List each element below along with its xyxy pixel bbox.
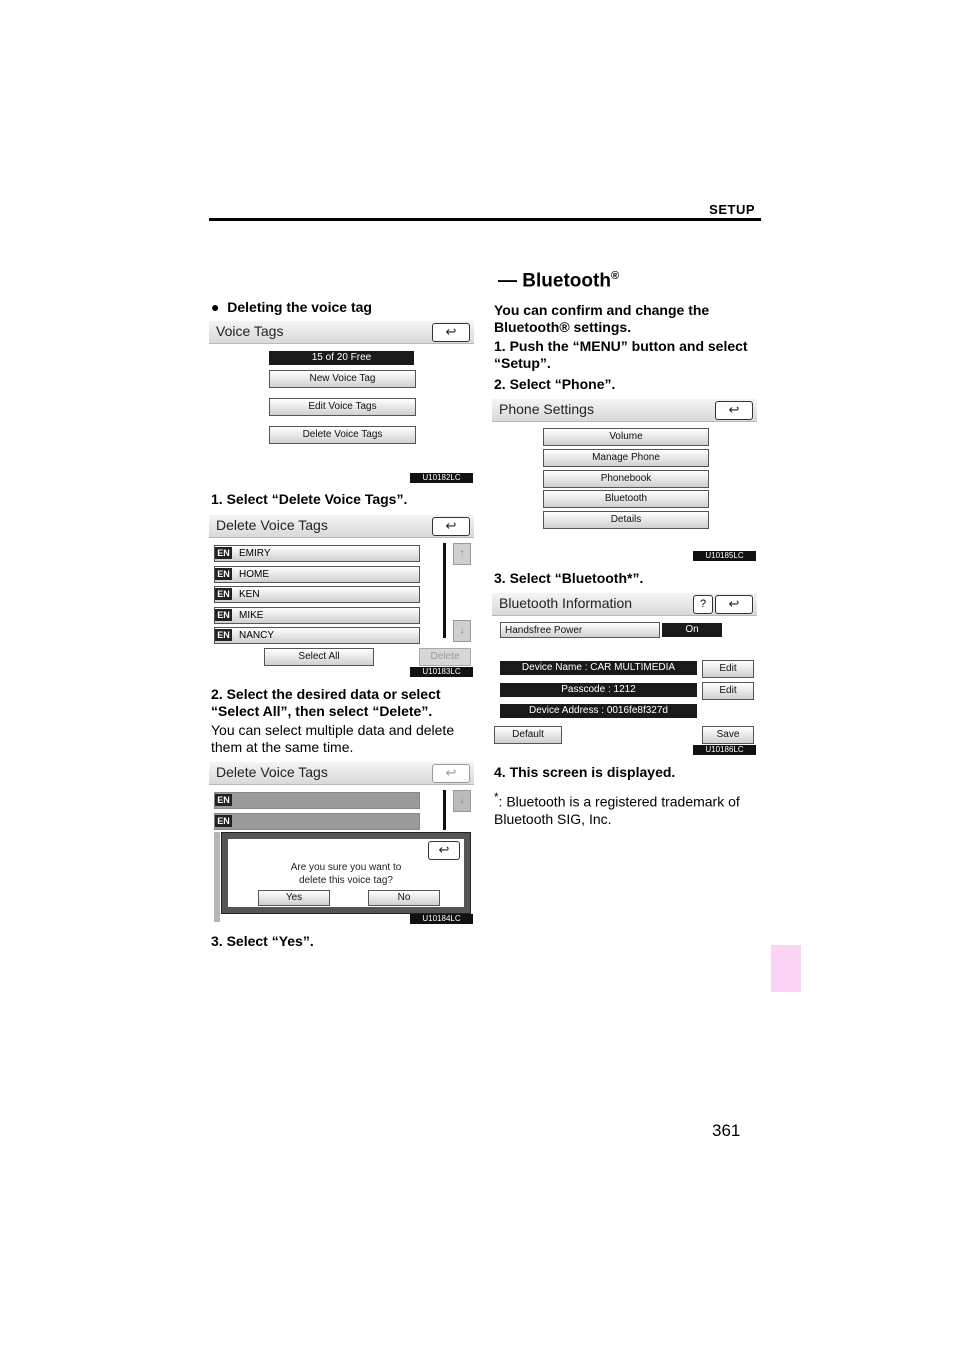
screen-delete-confirm: Delete Voice Tags ↩ EN EN ↓ ↩ Are you su… <box>209 762 474 925</box>
header-rule <box>209 218 761 221</box>
dimmed-backdrop <box>214 832 220 922</box>
screen-bluetooth-information: Bluetooth Information ? ↩ Handsfree Powe… <box>492 593 757 756</box>
page-number: 361 <box>712 1121 741 1140</box>
screen-title: Voice Tags <box>216 323 284 339</box>
back-arrow-icon[interactable]: ↩ <box>432 517 470 536</box>
details-button[interactable]: Details <box>543 511 709 529</box>
dialog-body: ↩ Are you sure you want to delete this v… <box>228 839 464 907</box>
confirm-dialog: ↩ Are you sure you want to delete this v… <box>221 832 471 914</box>
right-step-1-text: 1. Push the “MENU” button and select “Se… <box>494 338 748 371</box>
language-badge: EN <box>215 609 232 621</box>
screen-title-bar: Voice Tags ↩ <box>209 321 474 344</box>
scroll-up-icon: ↓ <box>453 790 471 812</box>
device-name-field: Device Name : CAR MULTIMEDIA <box>500 661 697 675</box>
back-arrow-icon[interactable]: ↩ <box>432 323 470 342</box>
image-code: U10182LC <box>410 473 473 483</box>
step-1-text: 1. Select “Delete Voice Tags”. <box>211 491 408 507</box>
step-2-note: You can select multiple data and delete … <box>211 722 455 755</box>
scroll-track[interactable] <box>443 543 446 638</box>
back-arrow-icon[interactable]: ↩ <box>428 841 460 860</box>
manage-phone-button[interactable]: Manage Phone <box>543 449 709 467</box>
image-code: U10185LC <box>693 551 756 561</box>
screen-voice-tags: Voice Tags ↩ 15 of 20 Free New Voice Tag… <box>209 321 474 484</box>
handsfree-power-label[interactable]: Handsfree Power <box>500 622 660 638</box>
section-header: SETUP <box>709 202 755 217</box>
help-icon[interactable]: ? <box>693 595 713 614</box>
new-voice-tag-button[interactable]: New Voice Tag <box>269 370 416 388</box>
screen-title-bar: Bluetooth Information ? ↩ <box>492 593 757 616</box>
volume-button[interactable]: Volume <box>543 428 709 446</box>
save-button[interactable]: Save <box>702 726 754 744</box>
screen-title-bar: Delete Voice Tags ↩ <box>209 762 474 785</box>
language-badge: EN <box>215 815 232 827</box>
screen-title: Bluetooth Information <box>499 595 633 611</box>
bluetooth-section-title: — Bluetooth® <box>498 270 620 292</box>
scroll-down-icon[interactable]: ↓ <box>453 620 471 642</box>
phonebook-button[interactable]: Phonebook <box>543 470 709 488</box>
handsfree-power-value: On <box>662 623 722 637</box>
select-all-button[interactable]: Select All <box>264 648 374 666</box>
device-address-field: Device Address : 0016fe8f327d <box>500 704 697 718</box>
edit-voice-tags-button[interactable]: Edit Voice Tags <box>269 398 416 416</box>
step-3-text: 3. Select “Yes”. <box>211 933 314 949</box>
free-status: 15 of 20 Free <box>269 351 414 365</box>
delete-button[interactable]: Delete <box>419 648 471 666</box>
list-item: EN <box>214 813 420 830</box>
bullet-icon: ● <box>211 299 220 315</box>
dialog-message: Are you sure you want to delete this voi… <box>290 862 402 886</box>
right-step-4-text: 4. This screen is displayed. <box>494 764 676 780</box>
language-badge: EN <box>215 547 232 559</box>
image-code: U10186LC <box>693 745 756 755</box>
language-badge: EN <box>215 568 232 580</box>
screen-title: Phone Settings <box>499 401 594 417</box>
right-step-3-text: 3. Select “Bluetooth*”. <box>494 570 644 586</box>
edit-device-name-button[interactable]: Edit <box>702 660 754 678</box>
back-arrow-icon[interactable]: ↩ <box>715 595 753 614</box>
bluetooth-button[interactable]: Bluetooth <box>543 490 709 508</box>
screen-phone-settings: Phone Settings ↩ Volume Manage Phone Pho… <box>492 399 757 562</box>
image-code: U10183LC <box>410 667 473 677</box>
passcode-field: Passcode : 1212 <box>500 683 697 697</box>
list-item: EN <box>214 792 420 809</box>
back-arrow-icon[interactable]: ↩ <box>715 401 753 420</box>
language-badge: EN <box>215 794 232 806</box>
screen-title-bar: Phone Settings ↩ <box>492 399 757 422</box>
footnote: *: Bluetooth is a registered trademark o… <box>494 791 740 827</box>
intro-text: You can confirm and change the Bluetooth… <box>494 302 710 335</box>
screen-title: Delete Voice Tags <box>216 517 328 533</box>
yes-button[interactable]: Yes <box>258 890 330 906</box>
subheading: ● Deleting the voice tag <box>211 299 372 315</box>
no-button[interactable]: No <box>368 890 440 906</box>
chapter-tab <box>771 945 801 992</box>
scroll-up-icon[interactable]: ↑ <box>453 543 471 565</box>
step-2-text: 2. Select the desired data or select “Se… <box>211 686 441 719</box>
default-button[interactable]: Default <box>494 726 562 744</box>
screen-title-bar: Delete Voice Tags ↩ <box>209 515 474 538</box>
language-badge: EN <box>215 629 232 641</box>
right-step-2-text: 2. Select “Phone”. <box>494 376 616 392</box>
language-badge: EN <box>215 588 232 600</box>
footnote-mark: * <box>494 791 499 804</box>
scroll-track <box>443 790 446 830</box>
delete-voice-tags-button[interactable]: Delete Voice Tags <box>269 426 416 444</box>
image-code: U10184LC <box>410 914 473 924</box>
edit-passcode-button[interactable]: Edit <box>702 682 754 700</box>
screen-title: Delete Voice Tags <box>216 764 328 780</box>
back-arrow-icon: ↩ <box>432 764 470 783</box>
